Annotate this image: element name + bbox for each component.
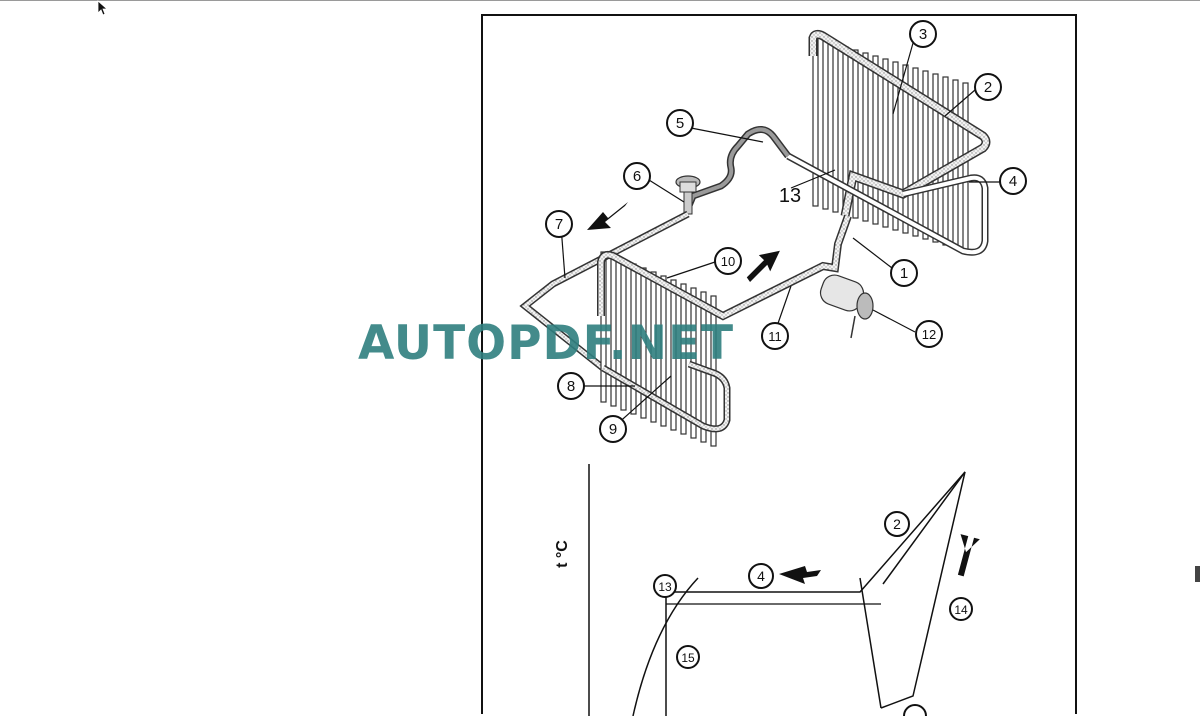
graph-callout-15: 15 (681, 651, 695, 665)
scrollbar-thumb[interactable] (1195, 566, 1200, 582)
callout-10: 10 (721, 254, 735, 269)
callout-6: 6 (633, 168, 641, 185)
callout-2: 2 (984, 79, 992, 96)
document-page: 3 2 4 1 5 6 7 10 11 12 8 9 13 t °C (481, 14, 1077, 716)
callout-12: 12 (922, 327, 936, 342)
refrigeration-circuit-diagram: 3 2 4 1 5 6 7 10 11 12 8 9 13 t °C (519, 20, 1027, 716)
mouse-pointer-icon (97, 0, 109, 16)
graph-callout-4: 4 (757, 568, 765, 584)
flow-arrow-out (587, 202, 628, 230)
callout-8: 8 (567, 378, 575, 395)
callout-13-label: 13 (779, 185, 801, 207)
compressor (819, 274, 874, 339)
callout-4: 4 (1009, 173, 1017, 190)
flow-arrow-in (746, 250, 780, 282)
condenser (786, 29, 991, 256)
callout-5: 5 (676, 115, 684, 132)
callout-11: 11 (768, 329, 782, 344)
callout-1: 1 (900, 265, 908, 282)
graph-callout-13: 13 (658, 580, 672, 594)
graph-axis-label: t °C (554, 540, 571, 568)
evaporator (597, 214, 852, 447)
watermark-text: AUTOPDF.NET (358, 316, 735, 371)
graph-callout-14: 14 (954, 603, 968, 617)
temperature-graph: t °C 2 4 13 (554, 464, 980, 716)
receiver-dryer (675, 175, 701, 215)
liquid-line (684, 126, 791, 210)
callout-9: 9 (609, 421, 617, 438)
callout-7: 7 (555, 216, 563, 233)
callout-3: 3 (919, 26, 927, 43)
graph-callout-2: 2 (893, 516, 901, 532)
window-top-edge (0, 0, 1200, 1)
